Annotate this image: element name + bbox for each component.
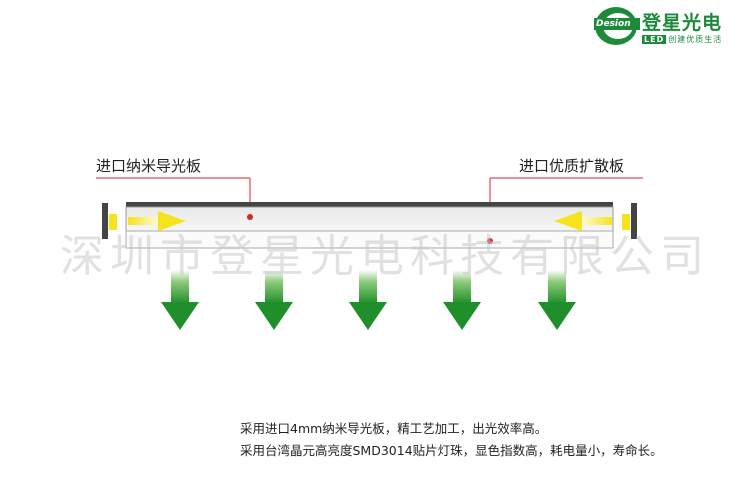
label-diffuser-plate: 进口优质扩散板 <box>519 157 625 175</box>
green-down-arrow-icon <box>255 270 293 330</box>
description-line-1: 采用进口4mm纳米导光板，精工艺加工，出光效率高。 <box>240 421 548 436</box>
green-down-arrow-icon <box>161 270 199 330</box>
green-down-arrow-icon <box>538 270 576 330</box>
logo-led-badge: LED <box>642 35 667 44</box>
logo-icon <box>594 7 640 45</box>
green-down-arrow-icon <box>443 270 481 330</box>
yellow-arrow-icon <box>554 211 612 231</box>
logo-slogan: 创建优质生活 <box>668 35 723 44</box>
yellow-arrow-icon <box>128 211 186 231</box>
logo-name: 登星光电 <box>642 12 723 34</box>
logo-brand-en: Desion <box>596 19 631 29</box>
marker-diffuser <box>487 238 493 244</box>
right-led-strip <box>622 214 630 230</box>
diffuser-plate <box>125 230 614 249</box>
back-plate <box>126 202 613 207</box>
description-line-2: 采用台湾晶元高亮度SMD3014贴片灯珠，显色指数高，耗电量小，寿命长。 <box>240 443 663 458</box>
light-guide-plate <box>125 206 614 232</box>
right-led-housing <box>631 203 637 239</box>
green-down-arrow-icon <box>349 270 387 330</box>
marker-light-guide <box>247 214 253 220</box>
left-led-strip <box>109 214 117 230</box>
company-watermark: 深圳市登星光电科技有限公司 <box>60 231 710 282</box>
label-light-guide-plate: 进口纳米导光板 <box>96 157 202 175</box>
left-led-housing <box>102 203 108 239</box>
